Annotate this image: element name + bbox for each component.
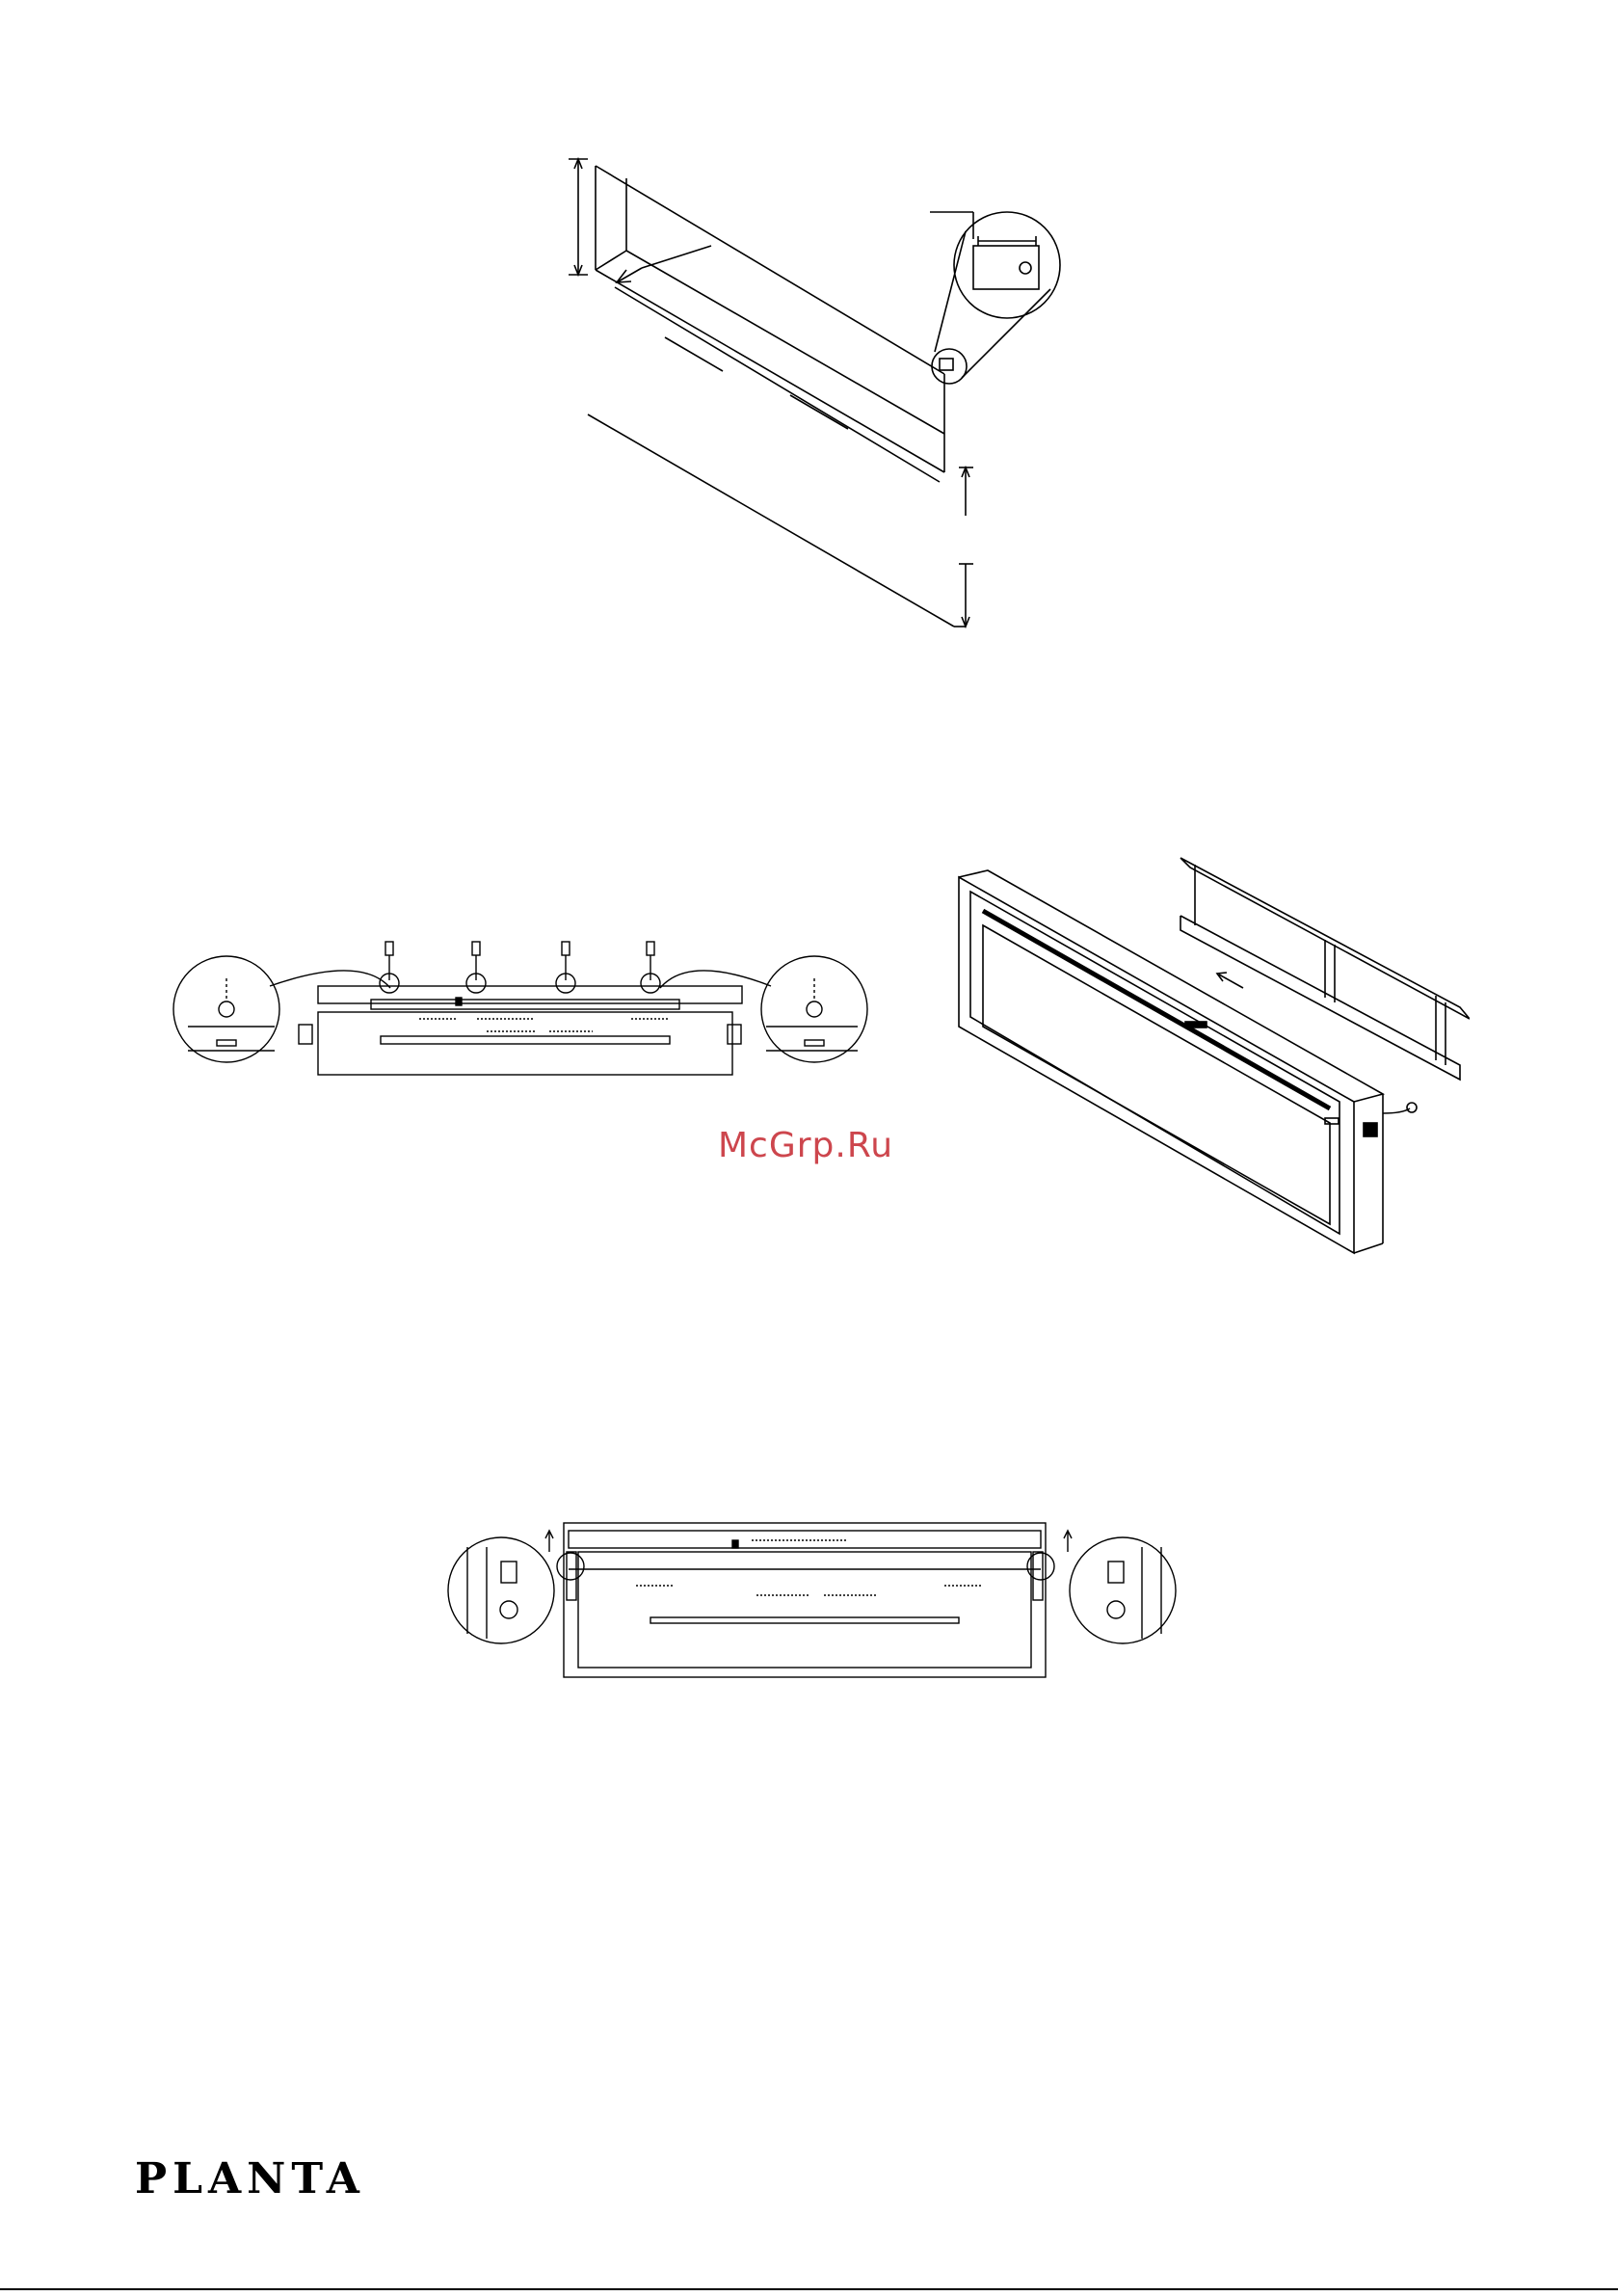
watermark-text: McGrp.Ru bbox=[718, 1126, 893, 1165]
brand-logo: PLANTA bbox=[135, 2154, 365, 2203]
bracket-screw-mount-diagram bbox=[169, 940, 882, 1108]
frame-attach-diagram bbox=[949, 853, 1470, 1258]
recess-dimension-diagram bbox=[549, 145, 1089, 636]
hook-on-diagram bbox=[443, 1513, 1185, 1682]
bottom-divider bbox=[0, 2288, 1618, 2290]
